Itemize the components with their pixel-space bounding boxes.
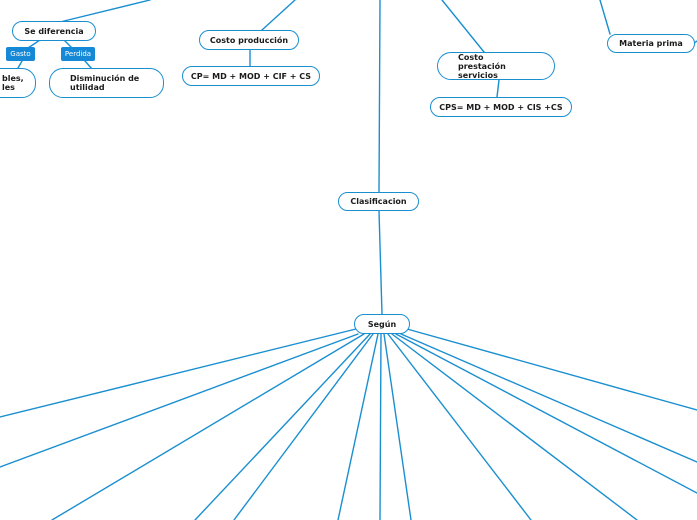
line-segun-12 <box>400 333 697 463</box>
node-costo-prestacion[interactable]: Costo prestación servicios <box>437 52 555 80</box>
node-clasificacion[interactable]: Clasificacion <box>338 192 419 211</box>
line-segun-9 <box>387 333 532 520</box>
node-formula-cp[interactable]: CP= MD + MOD + CIF + CS <box>182 66 320 86</box>
node-cut-left[interactable]: bles, les <box>0 68 36 98</box>
node-disminucion-label: Disminución de utilidad <box>70 74 140 92</box>
node-clasificacion-label: Clasificacion <box>350 197 407 206</box>
line-segun-7 <box>379 333 382 520</box>
node-costo-produccion-label: Costo producción <box>209 35 289 45</box>
line-segun-13 <box>406 328 697 411</box>
line-clasificacion-segun <box>378 210 383 315</box>
node-formula-cps[interactable]: CPS= MD + MOD + CIS +CS <box>430 97 572 117</box>
line-top-left <box>59 0 151 23</box>
line-segun-10 <box>391 333 638 520</box>
node-formula-cps-label: CPS= MD + MOD + CIS +CS <box>439 102 563 112</box>
line-cps-formula <box>496 79 500 98</box>
line-segun-8 <box>383 333 412 520</box>
node-segun[interactable]: Según <box>354 314 410 334</box>
line-diferencia-gasto <box>27 39 41 49</box>
tag-gasto[interactable]: Gasto <box>6 47 35 61</box>
node-costo-produccion[interactable]: Costo producción <box>199 30 299 50</box>
node-cut-left-line-2: les <box>2 83 15 92</box>
node-se-diferencia-label: Se diferencia <box>24 26 84 36</box>
tag-gasto-label: Gasto <box>10 50 31 58</box>
node-se-diferencia[interactable]: Se diferencia <box>12 21 96 41</box>
line-perdida-disminucion <box>84 60 93 70</box>
line-gasto-cut <box>17 60 23 69</box>
line-segun-2 <box>0 333 359 468</box>
tag-perdida-label: Perdida <box>64 50 92 58</box>
line-diferencia-perdida <box>63 39 73 49</box>
tag-perdida[interactable]: Perdida <box>61 47 95 61</box>
line-segun-6 <box>337 333 379 520</box>
line-segun-1 <box>0 328 357 418</box>
node-materia-prima-label: Materia prima <box>619 39 683 48</box>
line-top-costo-prestacion <box>441 0 485 53</box>
line-segun-11 <box>395 333 697 494</box>
node-segun-label: Según <box>367 319 397 329</box>
line-segun-3 <box>51 333 365 520</box>
line-segun-5 <box>233 333 374 520</box>
node-costo-prestacion-label: Costo prestación servicios <box>458 52 506 80</box>
node-formula-cp-label: CP= MD + MOD + CIF + CS <box>190 71 312 81</box>
node-cut-left-line-1: bles, <box>2 74 24 83</box>
node-cut-left-label: bles, les <box>2 74 24 92</box>
line-segun-4 <box>194 333 371 520</box>
line-top-costo-produccion <box>261 0 296 31</box>
line-top-materia-prima <box>599 0 611 35</box>
line-top-clasificacion <box>378 0 381 193</box>
node-materia-prima[interactable]: Materia prima <box>607 34 695 53</box>
node-disminucion[interactable]: Disminución de utilidad <box>49 68 164 98</box>
